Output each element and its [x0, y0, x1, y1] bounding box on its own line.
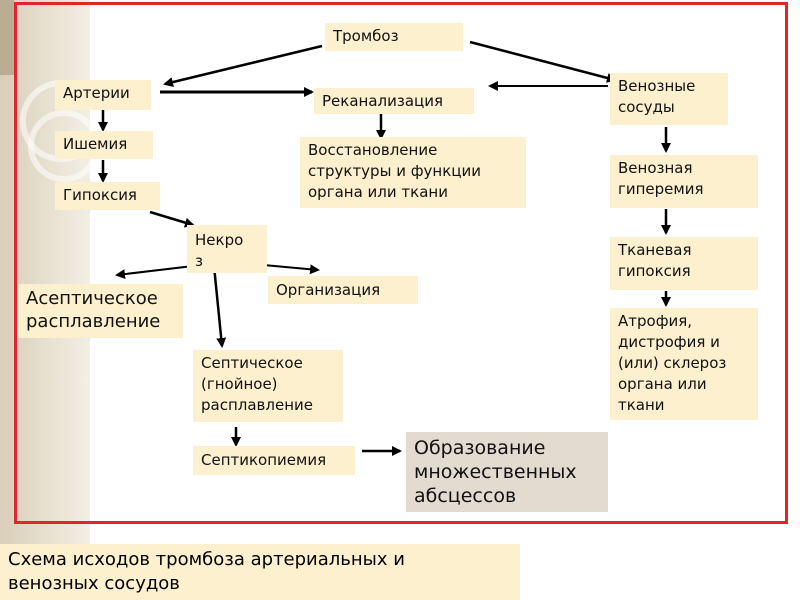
node-venous-hyperemia: Венозная гиперемия — [610, 155, 758, 208]
node-recanalization: Реканализация — [314, 88, 474, 114]
diagram-caption: Схема исходов тромбоза артериальных и ве… — [0, 544, 520, 600]
node-restoration: Восстановление структуры и функции орган… — [300, 137, 526, 208]
arrow-hypoxia-necrosis — [149, 210, 195, 228]
node-organization: Организация — [268, 276, 418, 304]
diagram-frame — [14, 2, 788, 524]
arrow-thrombosis-venous — [469, 40, 617, 83]
node-aseptic-melting: Асептическое расплавление — [18, 284, 183, 338]
arrow-necrosis-septic — [212, 265, 227, 348]
node-thrombosis: Тромбоз — [325, 23, 463, 51]
node-hypoxia: Гипоксия — [55, 182, 160, 210]
arrow-thrombosis-arteries — [163, 44, 323, 87]
node-septic-melting: Септическое (гнойное) расплавление — [193, 350, 343, 422]
node-atrophy: Атрофия, дистрофия и (или) склероз орган… — [610, 308, 758, 420]
strip-accent — [0, 0, 14, 75]
node-septicopyemia: Септикопиемия — [193, 446, 355, 475]
node-abscesses: Образование множественных абсцессов — [406, 432, 608, 512]
node-arteries: Артерии — [55, 80, 151, 110]
node-venous-vessels: Венозные сосуды — [610, 73, 728, 125]
node-necrosis: Некро з — [187, 225, 267, 273]
node-ischemia: Ишемия — [55, 131, 153, 159]
node-tissue-hypoxia: Тканевая гипоксия — [610, 237, 758, 290]
